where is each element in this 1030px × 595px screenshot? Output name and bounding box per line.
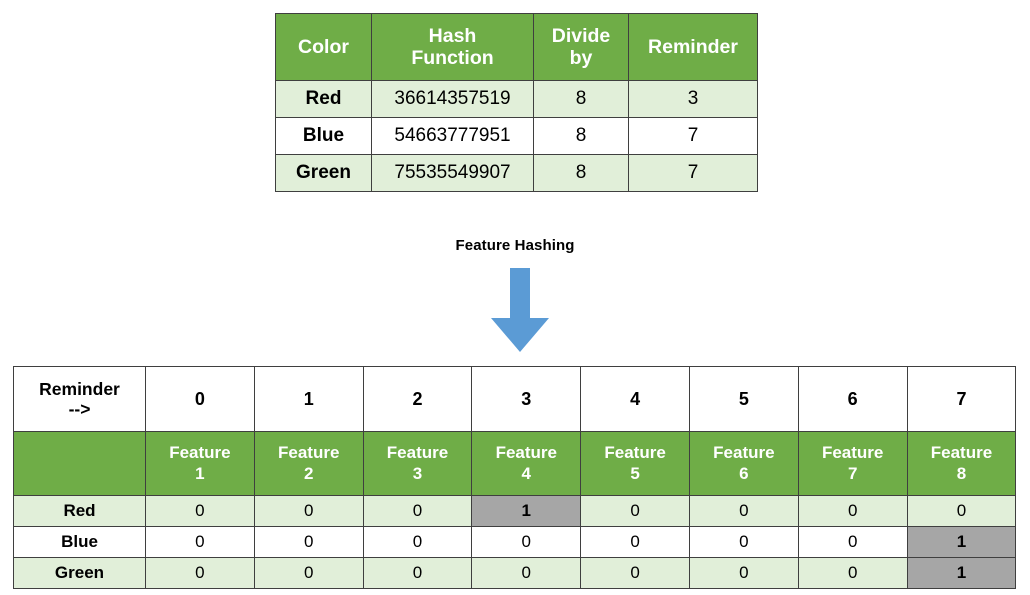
feature-number-3: 3 xyxy=(412,463,423,483)
feature-cell-green-7: 0 xyxy=(797,557,908,589)
reminder-value-1: 1 xyxy=(253,366,364,432)
feature-cell-green-4: 0 xyxy=(471,557,582,589)
hash-table-header-row: Color Hash Function Divide by Reminder xyxy=(275,13,758,81)
header-hash-line1: Hash xyxy=(428,24,477,47)
feature-cell-red-4: 1 xyxy=(471,495,582,527)
hash-row-divide-red: 8 xyxy=(533,80,629,118)
table-row: Red 36614357519 8 3 xyxy=(275,80,758,118)
feature-cell-red-6: 0 xyxy=(688,495,799,527)
hash-table-header-hash-function: Hash Function xyxy=(371,13,534,81)
feature-cell-red-2: 0 xyxy=(253,495,364,527)
reminder-value-7: 7 xyxy=(906,366,1017,432)
table-row: Red 0 0 0 1 0 0 0 0 xyxy=(13,495,1017,527)
feature-word-7: Feature xyxy=(821,443,884,463)
feature-word-2: Feature xyxy=(277,443,340,463)
table-row: Green 0 0 0 0 0 0 0 1 xyxy=(13,557,1017,589)
feature-hashing-table: Reminder --> 0 1 2 3 4 5 6 7 Feature 1 F… xyxy=(13,366,1017,589)
hash-row-reminder-green: 7 xyxy=(628,154,758,192)
hash-table-header-color: Color xyxy=(275,13,372,81)
hash-function-table: Color Hash Function Divide by Reminder R… xyxy=(275,13,758,192)
feature-header-3: Feature 3 xyxy=(362,431,473,496)
feature-header-2: Feature 2 xyxy=(253,431,364,496)
reminder-header-label: Reminder --> xyxy=(13,366,146,432)
table-row: Blue 54663777951 8 7 xyxy=(275,117,758,155)
feature-cell-blue-5: 0 xyxy=(580,526,690,558)
header-hash-line2: Function xyxy=(411,47,494,69)
hash-row-hash-green: 75535549907 xyxy=(371,154,534,192)
feature-cell-blue-7: 0 xyxy=(797,526,908,558)
reminder-label-line1: Reminder xyxy=(39,378,120,399)
feature-number-8: 8 xyxy=(956,463,967,483)
feature-row-label-blue: Blue xyxy=(13,526,146,558)
reminder-value-5: 5 xyxy=(688,366,799,432)
feature-word-8: Feature xyxy=(930,443,993,463)
table-row: Green 75535549907 8 7 xyxy=(275,154,758,192)
feature-cell-blue-2: 0 xyxy=(253,526,364,558)
table-row: Blue 0 0 0 0 0 0 0 1 xyxy=(13,526,1017,558)
hash-row-color-green: Green xyxy=(275,154,372,192)
reminder-label-line2: --> xyxy=(68,399,91,419)
feature-cell-blue-4: 0 xyxy=(471,526,582,558)
feature-number-1: 1 xyxy=(195,463,205,483)
hash-row-reminder-red: 3 xyxy=(628,80,758,118)
header-color-line1: Color xyxy=(298,35,349,58)
reminder-value-2: 2 xyxy=(362,366,473,432)
reminder-value-3: 3 xyxy=(471,366,582,432)
hash-row-reminder-blue: 7 xyxy=(628,117,758,155)
feature-cell-green-3: 0 xyxy=(362,557,473,589)
feature-number-4: 4 xyxy=(521,463,532,483)
reminder-value-4: 4 xyxy=(580,366,690,432)
reminder-header-row: Reminder --> 0 1 2 3 4 5 6 7 xyxy=(13,366,1017,432)
feature-header-1: Feature 1 xyxy=(145,431,255,496)
hash-row-divide-green: 8 xyxy=(533,154,629,192)
down-arrow-icon xyxy=(487,268,553,354)
feature-cell-green-6: 0 xyxy=(688,557,799,589)
feature-cell-red-3: 0 xyxy=(362,495,473,527)
feature-header-5: Feature 5 xyxy=(580,431,690,496)
hash-row-color-red: Red xyxy=(275,80,372,118)
hash-row-color-blue: Blue xyxy=(275,117,372,155)
feature-number-2: 2 xyxy=(303,463,314,483)
feature-header-7: Feature 7 xyxy=(797,431,908,496)
feature-header-4: Feature 4 xyxy=(471,431,582,496)
reminder-value-0: 0 xyxy=(145,366,255,432)
feature-header-8: Feature 8 xyxy=(906,431,1017,496)
feature-cell-red-8: 0 xyxy=(906,495,1017,527)
header-divide-line2: by xyxy=(569,47,593,69)
feature-cell-blue-1: 0 xyxy=(145,526,255,558)
feature-cell-red-1: 0 xyxy=(145,495,255,527)
feature-cell-blue-6: 0 xyxy=(688,526,799,558)
feature-word-6: Feature xyxy=(713,443,775,463)
reminder-value-6: 6 xyxy=(797,366,908,432)
hash-row-hash-blue: 54663777951 xyxy=(371,117,534,155)
feature-cell-blue-3: 0 xyxy=(362,526,473,558)
feature-row-label-green: Green xyxy=(13,557,146,589)
feature-cell-green-8: 1 xyxy=(906,557,1017,589)
feature-number-6: 6 xyxy=(739,463,749,483)
feature-header-row: Feature 1 Feature 2 Feature 3 Feature 4 … xyxy=(13,431,1017,496)
header-reminder-line1: Reminder xyxy=(648,35,738,58)
hash-table-header-divide-by: Divide by xyxy=(533,13,629,81)
feature-word-5: Feature xyxy=(604,443,666,463)
feature-hashing-label: Feature Hashing xyxy=(455,237,575,254)
feature-header-corner xyxy=(13,431,146,496)
feature-cell-green-5: 0 xyxy=(580,557,690,589)
feature-cell-green-2: 0 xyxy=(253,557,364,589)
feature-number-7: 7 xyxy=(847,463,858,483)
feature-word-1: Feature xyxy=(169,443,231,463)
feature-cell-blue-8: 1 xyxy=(906,526,1017,558)
hash-table-header-reminder: Reminder xyxy=(628,13,758,81)
feature-cell-red-7: 0 xyxy=(797,495,908,527)
feature-word-3: Feature xyxy=(386,443,449,463)
hash-row-hash-red: 36614357519 xyxy=(371,80,534,118)
hash-row-divide-blue: 8 xyxy=(533,117,629,155)
feature-cell-green-1: 0 xyxy=(145,557,255,589)
feature-header-6: Feature 6 xyxy=(688,431,799,496)
feature-cell-red-5: 0 xyxy=(580,495,690,527)
feature-number-5: 5 xyxy=(630,463,640,483)
feature-word-4: Feature xyxy=(495,443,557,463)
feature-row-label-red: Red xyxy=(13,495,146,527)
header-divide-line1: Divide xyxy=(551,24,611,47)
